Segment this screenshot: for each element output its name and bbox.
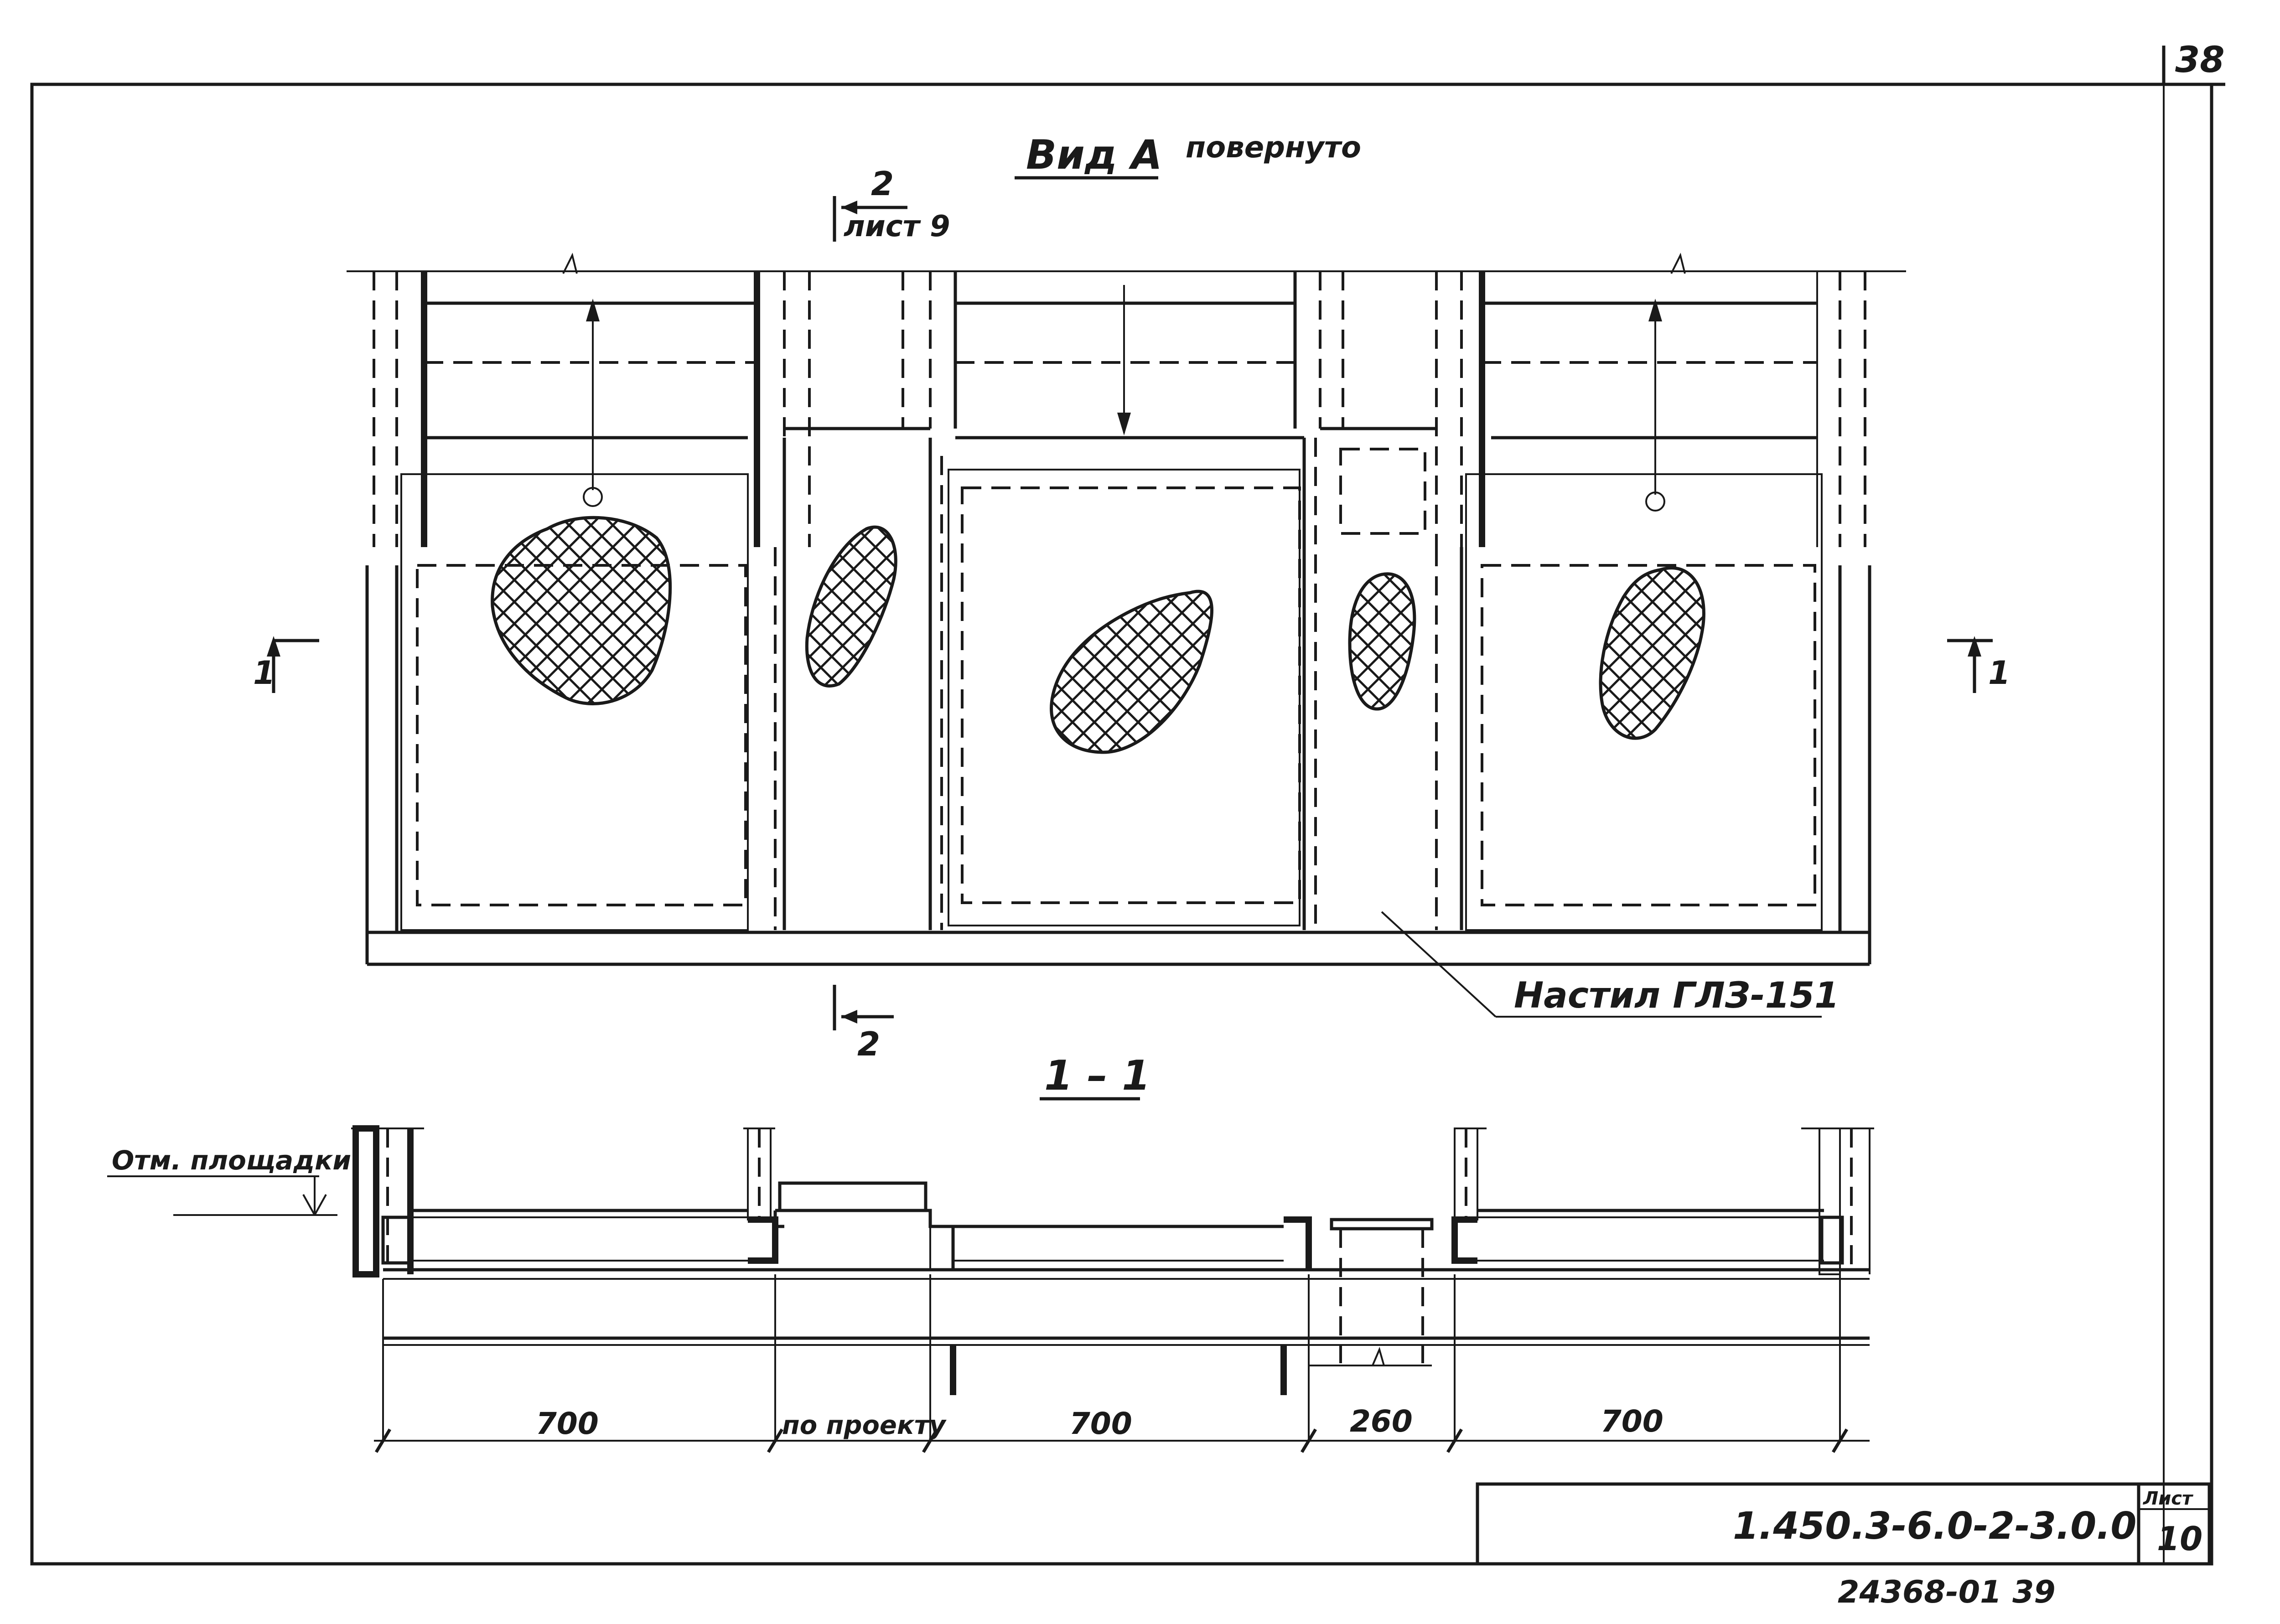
bay-2 [774,438,786,930]
drain-arrow-1 [583,299,603,507]
sheet-number: 10 [2157,1520,2202,1558]
section-mark-bottom-number: 2 [857,1025,880,1063]
hatched-opening-3 [1050,590,1213,754]
bay-3 [928,438,1301,930]
sheet-label: Лист [2143,1488,2194,1509]
deck-label: Настил ГЛЗ-151 [1514,975,1839,1016]
section-mark-bottom [833,985,894,1030]
cut-left-label: 1 [253,654,275,692]
section-mark-top-ref: лист 9 [844,210,950,243]
drawing-code: 1.450.3-6.0-2-3.0.0 [1733,1505,2136,1548]
column-mid-3 [1293,271,1344,429]
column-mid-1 [754,271,811,547]
column-mid-2 [902,271,957,429]
cut-mark-right [1947,636,1993,693]
column-mid-4 [1435,271,1485,547]
hatched-opening-1 [491,516,672,705]
view-note: повернуто [1186,131,1361,165]
title-block [1476,1482,2211,1566]
hatched-opening-5 [1599,566,1705,740]
column-right [1816,271,1866,547]
dimension-chain [374,1428,1870,1453]
sheet-frame [30,46,2225,1566]
column-left [373,271,427,547]
section-view [107,1125,1874,1441]
dim-by-project: по проекту [782,1411,947,1440]
section-title: 1 – 1 [1044,1052,1150,1100]
cut-right-label: 1 [1988,654,2011,692]
plan-view [347,253,1906,1018]
dim-700-right: 700 [1601,1404,1663,1439]
bay-4 [1302,438,1463,930]
dim-700-mid: 700 [1069,1406,1132,1441]
section-mark-top-number: 2 [871,165,894,203]
cut-mark-left [267,636,319,693]
view-title: Вид А [1026,131,1162,178]
bay-5 [1465,473,1823,931]
archive-number: 24368-01 39 [1838,1574,2056,1610]
section-mark-top [833,196,907,242]
page-number: 38 [2175,40,2225,81]
dim-260: 260 [1350,1404,1413,1439]
hatched-opening-2 [805,525,897,688]
drain-arrow-3 [1645,299,1665,512]
hatched-opening-4 [1348,572,1416,711]
level-label: Отм. площадки [112,1145,351,1176]
drain-arrow-2 [1117,285,1131,435]
dim-700-left: 700 [536,1406,599,1441]
